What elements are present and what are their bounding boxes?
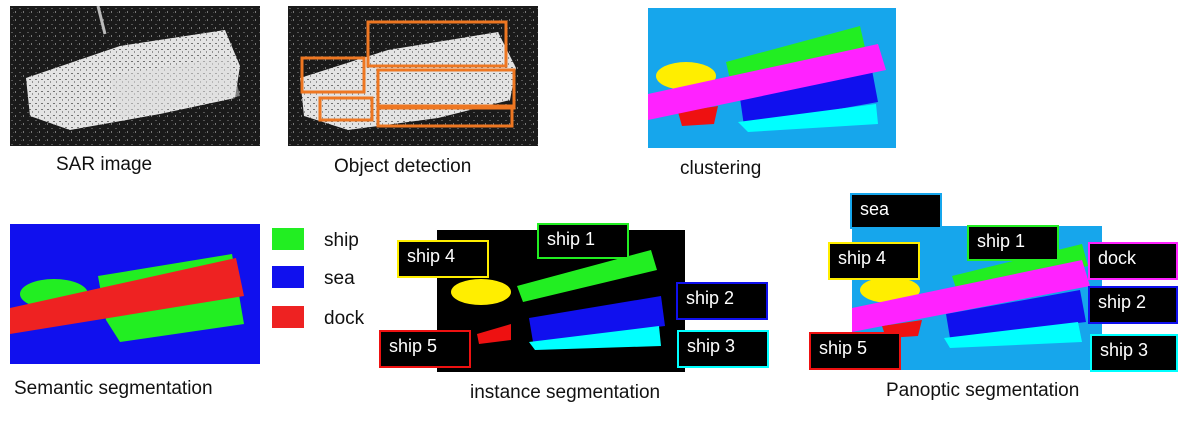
instance-tag-ship3: ship 3 bbox=[677, 330, 769, 368]
detection-image bbox=[288, 6, 538, 146]
semantic-image bbox=[10, 224, 260, 364]
legend-swatch-sea bbox=[272, 266, 304, 288]
instance-tag-ship1: ship 1 bbox=[537, 223, 629, 259]
detection-box bbox=[318, 96, 374, 122]
detection-box bbox=[300, 56, 366, 94]
caption-semantic: Semantic segmentation bbox=[14, 378, 213, 399]
panoptic-tag-ship1: ship 1 bbox=[967, 225, 1059, 261]
legend-label-dock: dock bbox=[324, 308, 365, 329]
legend-swatch-ship bbox=[272, 228, 304, 250]
instance-tag-ship2: ship 2 bbox=[676, 282, 768, 320]
caption-detection: Object detection bbox=[334, 156, 472, 177]
panoptic-tag-ship5: ship 5 bbox=[809, 332, 901, 370]
caption-instance: instance segmentation bbox=[470, 382, 661, 403]
instance-tag-ship4: ship 4 bbox=[397, 240, 489, 278]
panoptic-tag-sea: sea bbox=[850, 193, 942, 229]
legend-label-sea: sea bbox=[324, 268, 355, 289]
sar-image bbox=[10, 6, 260, 146]
panoptic-tag-ship4: ship 4 bbox=[828, 242, 920, 280]
caption-panoptic: Panoptic segmentation bbox=[886, 380, 1080, 401]
panoptic-tag-dock: dock bbox=[1088, 242, 1178, 280]
instance-tag-ship5: ship 5 bbox=[379, 330, 471, 368]
clustering-image bbox=[648, 8, 896, 148]
caption-clustering: clustering bbox=[680, 158, 762, 179]
legend-label-ship: ship bbox=[324, 230, 359, 251]
detection-box bbox=[366, 20, 508, 68]
panoptic-tag-ship2: ship 2 bbox=[1088, 286, 1178, 324]
detection-box bbox=[376, 68, 516, 110]
legend-swatch-dock bbox=[272, 306, 304, 328]
detection-box bbox=[376, 104, 514, 128]
caption-sar: SAR image bbox=[56, 154, 153, 175]
panoptic-tag-ship3: ship 3 bbox=[1090, 334, 1178, 372]
